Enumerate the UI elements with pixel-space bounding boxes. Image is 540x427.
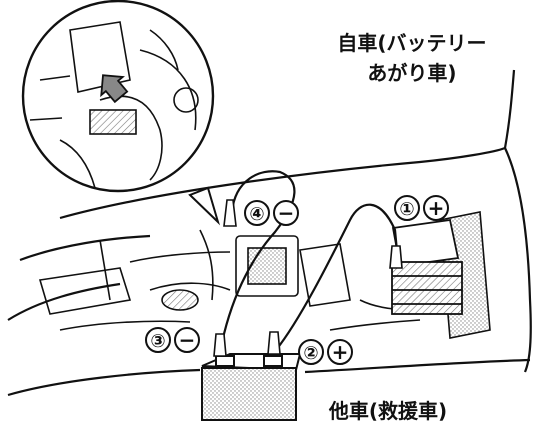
- step-1-number: ①: [399, 199, 414, 220]
- magnified-inset: [21, 0, 221, 226]
- car-hood-outline: [7, 69, 532, 397]
- rescue-battery: [201, 353, 302, 421]
- step-2-sign: +: [332, 340, 349, 364]
- own-car-label-line1: 自車(バッテリー: [337, 31, 486, 55]
- step-1-marker: ① +: [394, 195, 449, 221]
- step-4-marker: ④ −: [244, 200, 299, 226]
- arrow-icon: [100, 74, 129, 104]
- cable-clamps: [213, 199, 403, 357]
- step-2-marker: ② +: [298, 339, 353, 365]
- rescue-car-label: 他車(救援車): [328, 399, 447, 423]
- step-3-number: ③: [150, 331, 165, 352]
- step-2-number: ②: [303, 343, 318, 364]
- own-car-label-line2: あがり車): [367, 61, 456, 85]
- step-1-sign: +: [428, 196, 445, 220]
- step-4-number: ④: [249, 204, 264, 225]
- own-battery: [391, 218, 463, 315]
- step-4-sign: −: [278, 201, 295, 225]
- step-3-sign: −: [179, 328, 196, 352]
- step-3-marker: ③ −: [145, 327, 200, 353]
